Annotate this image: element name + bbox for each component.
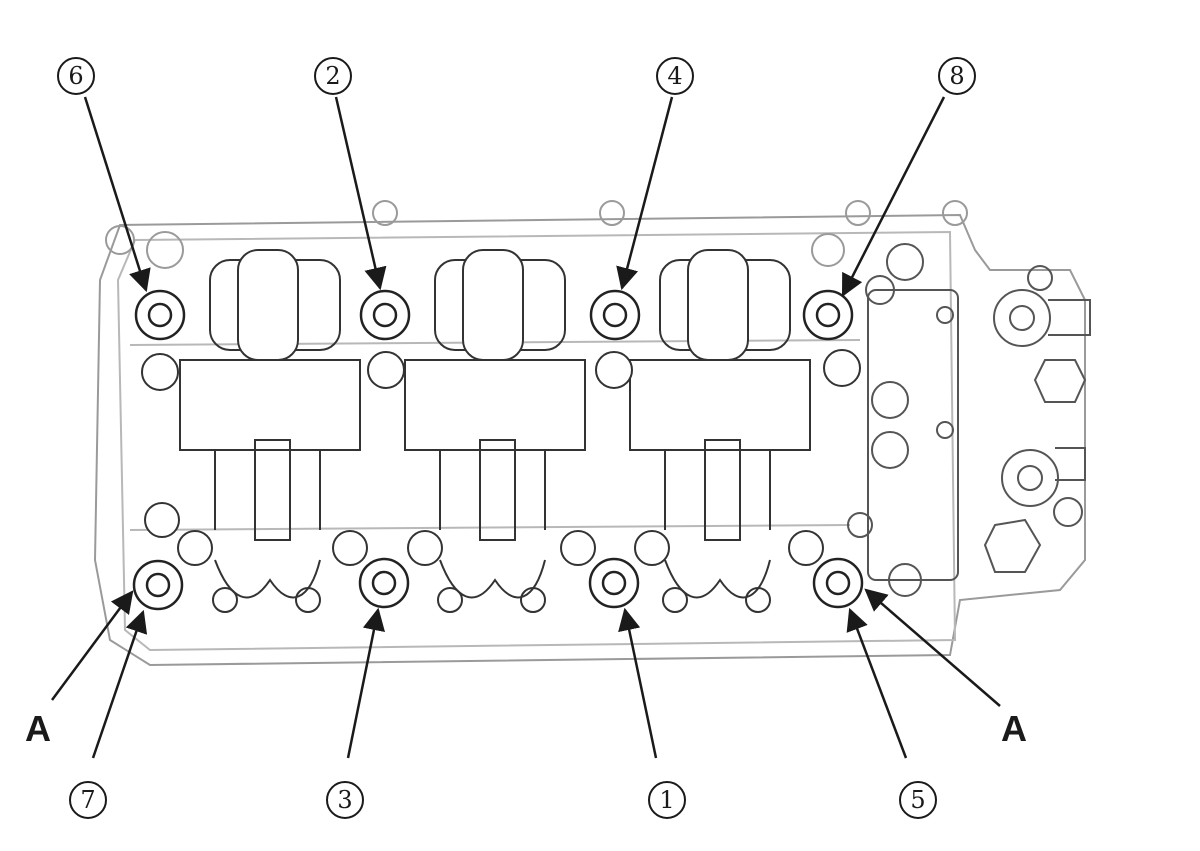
head-bolt-2 — [359, 289, 411, 341]
callout-1-label: 1 — [659, 786, 674, 814]
callout-6: 6 — [57, 57, 95, 95]
callout-8: 8 — [938, 57, 976, 95]
head-bolt-7 — [132, 559, 184, 611]
callout-2: 2 — [314, 57, 352, 95]
arrow-a-right — [864, 588, 1001, 707]
rocker-assembly-1 — [179, 249, 361, 613]
callout-1: 1 — [648, 781, 686, 819]
callout-4: 4 — [656, 57, 694, 95]
rocker-assemblies — [179, 249, 811, 613]
rocker-assembly-3 — [629, 249, 811, 613]
arrow-3 — [346, 607, 386, 759]
bolt-callouts: 6 2 4 8 7 3 1 5 — [57, 57, 976, 819]
callout-2-label: 2 — [325, 62, 340, 90]
timing-cover-area — [847, 243, 1091, 597]
head-bolt-6 — [134, 289, 186, 341]
arrow-5 — [846, 607, 908, 759]
callout-7-label: 7 — [80, 786, 95, 814]
head-bolt-5 — [812, 557, 864, 609]
head-bolt-3 — [358, 557, 410, 609]
head-bolt-4 — [589, 289, 641, 341]
secondary-bolts — [141, 349, 861, 566]
rocker-assembly-2 — [404, 249, 586, 613]
callout-7: 7 — [69, 781, 107, 819]
arrow-a-left — [50, 590, 134, 701]
head-bolts — [132, 289, 864, 611]
callout-5: 5 — [899, 781, 937, 819]
head-bolt-8 — [802, 289, 854, 341]
arrow-8 — [841, 96, 946, 298]
callout-8-label: 8 — [949, 62, 964, 90]
callout-6-label: 6 — [68, 62, 83, 90]
label-a-left: A — [25, 708, 51, 749]
arrow-2 — [334, 96, 387, 291]
point-labels: A A — [25, 708, 1027, 749]
head-bolt-1 — [588, 557, 640, 609]
label-a-right: A — [1001, 708, 1027, 749]
callout-4-label: 4 — [667, 62, 682, 90]
callout-5-label: 5 — [910, 786, 925, 814]
arrow-6 — [83, 96, 151, 293]
callout-3: 3 — [326, 781, 364, 819]
arrow-7 — [91, 609, 148, 759]
callout-3-label: 3 — [337, 786, 352, 814]
leader-arrows — [50, 96, 1001, 759]
arrow-1 — [618, 607, 658, 759]
arrow-4 — [616, 96, 674, 291]
